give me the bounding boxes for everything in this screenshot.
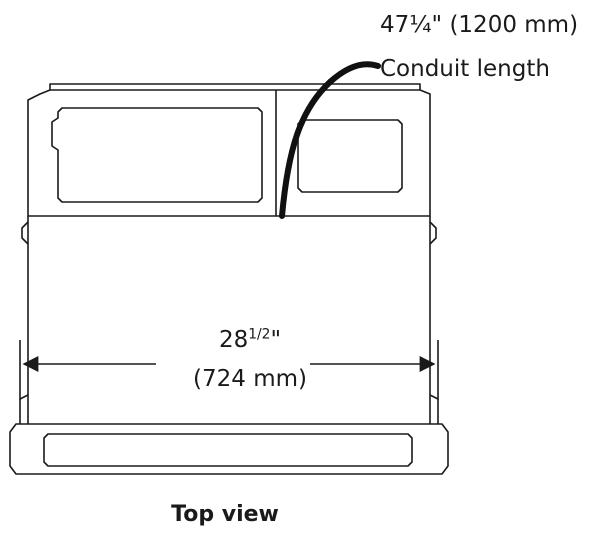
left-drawer-tab bbox=[19, 394, 29, 424]
width-fraction: 1/2 bbox=[248, 326, 271, 343]
drawer-front bbox=[9, 423, 449, 475]
view-caption: Top view bbox=[171, 502, 279, 527]
right-side-tab bbox=[429, 221, 437, 245]
cabinet-upper-body bbox=[27, 89, 431, 217]
left-vent-window bbox=[51, 107, 263, 203]
conduit-length-label: Conduit length bbox=[380, 56, 550, 82]
right-drawer-tab bbox=[429, 394, 439, 424]
conduit-cable bbox=[279, 61, 381, 219]
left-side-tab bbox=[21, 221, 29, 245]
width-imperial: 281/2" bbox=[190, 327, 310, 353]
width-inch-mark: " bbox=[270, 327, 282, 353]
right-vent-window bbox=[297, 119, 403, 193]
width-whole: 28 bbox=[218, 327, 249, 353]
cabinet-top-flange bbox=[49, 83, 421, 90]
conduit-length-value: 47¼" (1200 mm) bbox=[380, 12, 579, 38]
width-metric: (724 mm) bbox=[193, 366, 307, 392]
drawer-handle bbox=[43, 433, 413, 467]
